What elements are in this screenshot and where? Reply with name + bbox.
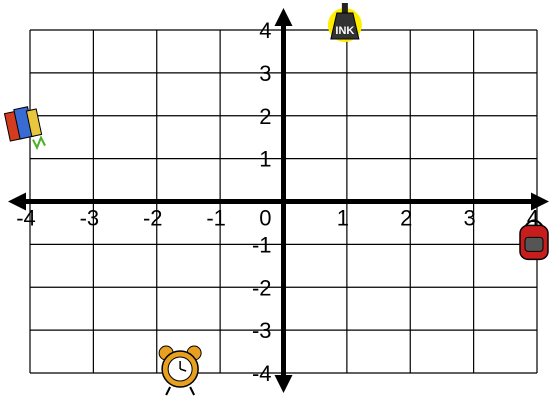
x-tick-label: -3 — [80, 206, 100, 231]
y-tick-label: 3 — [259, 61, 271, 86]
y-axis-up-arrow-icon — [275, 8, 293, 26]
ink-bottle-label: INK — [335, 25, 354, 37]
x-tick-label: 3 — [464, 206, 476, 231]
y-tick-label: 4 — [259, 18, 271, 43]
y-tick-label: -1 — [252, 232, 272, 257]
ink-bottle-icon: INK — [328, 3, 362, 42]
y-tick-label: -4 — [252, 361, 272, 386]
x-tick-label: 2 — [400, 206, 412, 231]
origin-label: 0 — [259, 206, 271, 231]
axes — [8, 8, 549, 393]
backpack-icon — [520, 220, 548, 259]
x-tick-label: 1 — [337, 206, 349, 231]
y-tick-label: 2 — [259, 104, 271, 129]
y-tick-label: -2 — [252, 275, 272, 300]
y-tick-label: -3 — [252, 318, 272, 343]
x-tick-label: -1 — [206, 206, 226, 231]
x-tick-label: -2 — [143, 206, 163, 231]
alarm-clock-icon — [159, 346, 201, 395]
y-axis-down-arrow-icon — [275, 375, 293, 393]
y-tick-label: 1 — [259, 147, 271, 172]
books-icon — [4, 107, 45, 148]
x-tick-label: -4 — [16, 206, 36, 231]
